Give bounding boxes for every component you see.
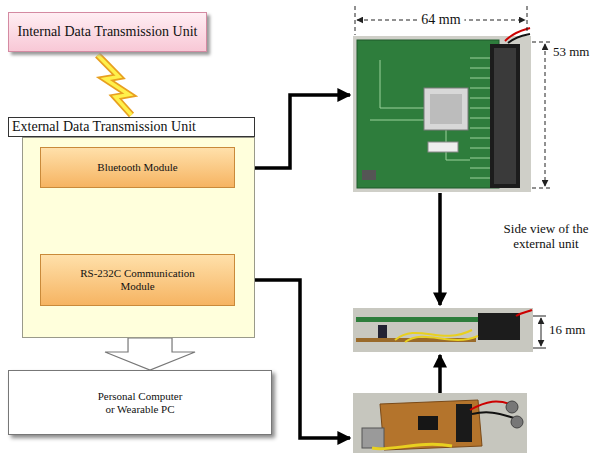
wire [516, 310, 532, 316]
component [428, 142, 458, 152]
dimension-label: 64 mm [417, 12, 464, 28]
group-heading: External Data Transmission Unit [8, 117, 255, 137]
module-box: Bluetooth Module [40, 147, 235, 188]
box-label: Bluetooth Module [97, 161, 177, 174]
photo-ground [353, 308, 533, 352]
module-box: RS-232C Communication Module [40, 254, 235, 306]
caption-note: Side view of the external unit [500, 222, 592, 252]
block-arrow [105, 338, 195, 370]
pcb [380, 400, 482, 450]
dimension-label: 53 mm [553, 45, 589, 60]
connector [456, 404, 472, 442]
box-label: Internal Data Transmission Unit [17, 24, 197, 40]
ic-chip [418, 416, 438, 430]
connector [478, 313, 520, 340]
component [362, 170, 376, 180]
wire [372, 444, 452, 449]
pcb [357, 40, 499, 188]
rs232c-board-photo [353, 393, 527, 453]
battery-snap [506, 401, 518, 413]
wireless-link [98, 55, 132, 115]
connector-slot [494, 48, 516, 184]
flow-arrow [105, 338, 195, 370]
unit-group: External Data Transmission UnitBluetooth… [8, 117, 255, 338]
pcb-traces [370, 58, 490, 178]
db9-connector [362, 428, 384, 448]
dimension-line [541, 318, 542, 346]
chip-shield [430, 94, 462, 124]
photo-ground [353, 36, 531, 192]
device-box: Personal Computer or Wearable PC [8, 370, 272, 435]
wire [405, 336, 478, 342]
dimension-label: 16 mm [549, 323, 585, 338]
connector [490, 44, 520, 188]
capacitor [378, 325, 387, 338]
wire [508, 34, 530, 43]
unit-box: Internal Data Transmission Unit [8, 12, 207, 52]
box-label: Personal Computer or Wearable PC [94, 390, 186, 415]
pointer-arrow [438, 193, 442, 305]
dimension-extension [355, 6, 527, 35]
bluetooth-board-photo [353, 28, 531, 192]
dimension-extension [532, 42, 550, 188]
battery-snap [511, 416, 523, 428]
bolt-outline [98, 55, 132, 115]
bolt-core [98, 55, 132, 115]
wire [470, 402, 510, 410]
dimension-line [545, 44, 546, 186]
bluetooth-chip [424, 88, 468, 130]
pointer-arrow [438, 355, 442, 393]
dimension-extension [533, 316, 546, 348]
photo-ground [353, 393, 527, 453]
box-label: RS-232C Communication Module [73, 267, 203, 292]
side-view-photo [353, 308, 533, 352]
wire [472, 412, 514, 418]
